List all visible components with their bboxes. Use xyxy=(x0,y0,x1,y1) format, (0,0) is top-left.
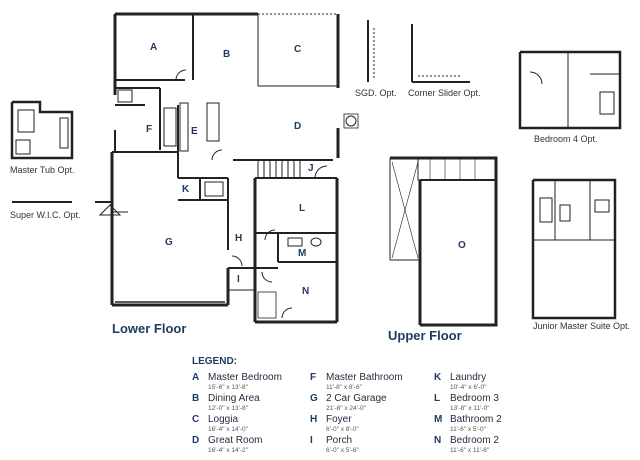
legend-room-dimensions: 21'-8" x 24'-0" xyxy=(326,405,366,412)
sgd-option-label: SGD. Opt. xyxy=(355,88,397,98)
lower-floor-inner-walls xyxy=(112,14,338,291)
legend-key: F xyxy=(310,372,317,383)
legend-room-name: Porch xyxy=(326,435,353,446)
legend-room-name: Dining Area xyxy=(208,393,260,404)
corner-slider-option-drawing xyxy=(411,24,470,83)
lower-stairs xyxy=(257,159,301,179)
door-swing xyxy=(281,307,293,319)
room-label-e: E xyxy=(191,126,198,137)
legend-room-dimensions: 16'-4" x 14'-2" xyxy=(208,447,248,454)
legend-key: G xyxy=(310,393,318,404)
legend-room-dimensions: 6'-0" x 5'-6" xyxy=(326,447,359,454)
legend-room-name: Bathroom 2 xyxy=(450,414,502,425)
room-label-o: O xyxy=(458,240,466,251)
legend-room-dimensions: 13'-8" x 11'-0" xyxy=(450,405,490,412)
legend-room-dimensions: 11'-8" x 8'-6" xyxy=(326,384,362,391)
master-tub-option-drawing xyxy=(10,100,74,160)
room-label-a: A xyxy=(150,42,158,53)
room-label-g: G xyxy=(165,237,173,248)
super-wic-option-drawing xyxy=(12,201,122,216)
legend-room-dimensions: 10'-4" x 6'-0" xyxy=(450,384,487,391)
legend-key: A xyxy=(192,372,200,383)
room-label-f: F xyxy=(146,124,153,135)
bedroom4-option-drawing xyxy=(518,50,622,130)
toilet-fixture xyxy=(117,89,133,103)
legend-room-name: Master Bathroom xyxy=(326,372,403,383)
legend-room-dimensions: 15'-6" x 13'-8" xyxy=(208,384,248,391)
legend-room-name: Bedroom 2 xyxy=(450,435,499,446)
door-swing xyxy=(314,165,328,179)
legend-key: M xyxy=(434,414,443,425)
door-swing xyxy=(261,271,273,283)
legend-key: H xyxy=(310,414,318,425)
legend-key: N xyxy=(434,435,442,446)
junior-suite-option-drawing xyxy=(531,178,617,320)
legend-room-dimensions: 16'-4" x 14'-0" xyxy=(208,426,248,433)
legend-room-dimensions: 6'-0" x 8'-0" xyxy=(326,426,359,433)
lower-floor-title: Lower Floor xyxy=(112,321,187,336)
upper-floor-walls xyxy=(389,156,498,327)
legend-room-name: Foyer xyxy=(326,414,352,425)
room-label-j: J xyxy=(308,163,314,174)
kitchen-island xyxy=(206,102,220,142)
room-label-c: C xyxy=(294,44,302,55)
super-wic-option-label: Super W.I.C. Opt. xyxy=(10,210,81,220)
legend-title: LEGEND: xyxy=(192,356,237,367)
room-label-h: H xyxy=(235,233,243,244)
vanity-fixture xyxy=(287,237,303,247)
bedroom4-option-label: Bedroom 4 Opt. xyxy=(534,134,598,144)
room-label-l: L xyxy=(299,203,306,214)
room-label-i: I xyxy=(237,274,240,285)
lower-floor-walls xyxy=(110,12,340,324)
legend-key: L xyxy=(434,393,441,404)
legend-room-name: Laundry xyxy=(450,372,487,383)
legend-room-dimensions: 12'-0" x 13'-8" xyxy=(208,405,248,412)
legend-key: B xyxy=(192,393,200,404)
legend-room-dimensions: 11'-6" x 5'-0" xyxy=(450,426,486,433)
legend-key: C xyxy=(192,414,200,425)
sgd-option-drawing xyxy=(367,20,375,82)
room-label-k: K xyxy=(182,184,190,195)
upper-floor-title: Upper Floor xyxy=(388,328,462,343)
door-swing xyxy=(231,255,243,267)
legend-room-dimensions: 11'-6" x 11'-8" xyxy=(450,447,490,454)
legend-key: K xyxy=(434,372,442,383)
ceiling-fan-icon xyxy=(345,115,357,127)
vanity-fixture xyxy=(163,107,177,147)
washer-fixture xyxy=(204,181,224,197)
legend-room-name: 2 Car Garage xyxy=(326,393,387,404)
toilet-fixture xyxy=(310,237,322,247)
legend-room-name: Great Room xyxy=(208,435,263,446)
junior-suite-option-label: Junior Master Suite Opt. xyxy=(533,321,631,331)
corner-slider-option-label: Corner Slider Opt. xyxy=(408,88,481,98)
room-label-d: D xyxy=(294,121,302,132)
legend-room-name: Loggia xyxy=(208,414,239,425)
legend-room-name: Master Bedroom xyxy=(208,372,282,383)
kitchen-counter xyxy=(179,102,189,152)
door-swing xyxy=(211,149,223,161)
master-tub-option-label: Master Tub Opt. xyxy=(10,165,75,175)
door-swing xyxy=(175,69,187,81)
door-swing xyxy=(264,229,276,241)
room-label-b: B xyxy=(223,49,231,60)
legend-key: D xyxy=(192,435,200,446)
legend-room-name: Bedroom 3 xyxy=(450,393,499,404)
room-label-n: N xyxy=(302,286,310,297)
legend-key: I xyxy=(310,435,313,446)
room-label-m: M xyxy=(298,248,307,259)
